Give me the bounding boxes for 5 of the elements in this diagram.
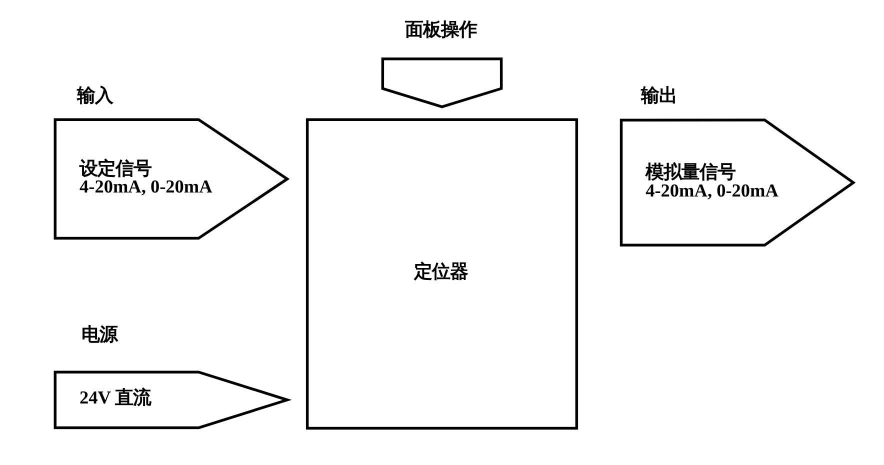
node-label: 输出 — [641, 85, 678, 106]
node-label: 输入 — [76, 85, 113, 106]
node-box: 定位器 — [306, 118, 578, 430]
node-label: 面板操作 — [405, 20, 478, 40]
node-label: 电源 — [81, 324, 118, 345]
